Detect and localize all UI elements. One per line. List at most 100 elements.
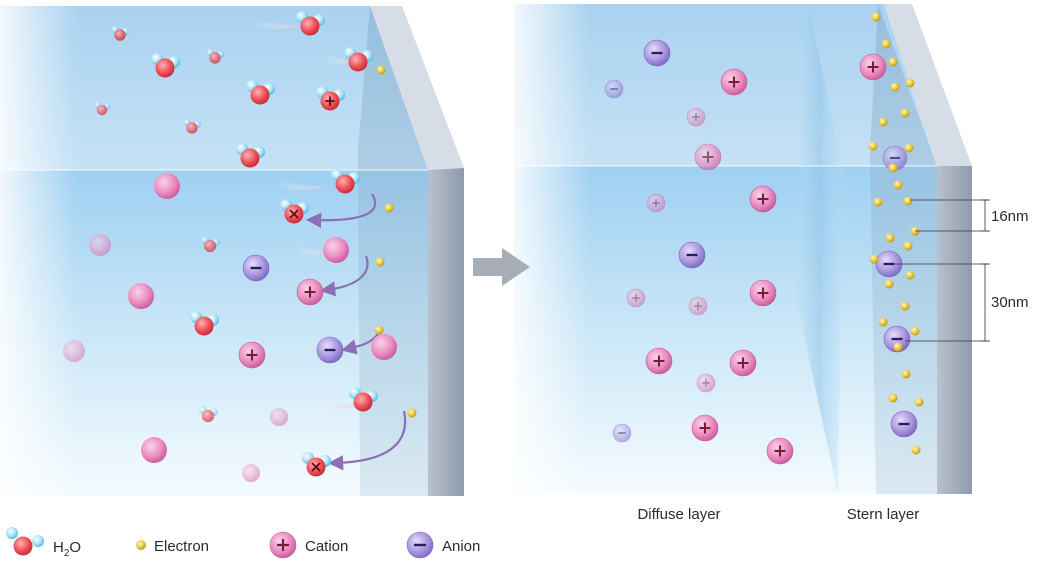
cation-ion	[766, 437, 794, 465]
water-molecule	[206, 49, 224, 64]
reaction-arrow	[319, 255, 369, 297]
anion-ion	[882, 145, 908, 171]
electron	[375, 257, 385, 267]
electron	[384, 203, 394, 213]
water-molecule	[296, 11, 325, 36]
water-molecule	[190, 311, 219, 336]
water-molecule	[200, 236, 220, 253]
water-molecule	[151, 53, 180, 78]
anion-ion	[883, 325, 911, 353]
right-electrode	[884, 4, 972, 166]
dimension-16nm: 16nm	[991, 208, 1029, 225]
water-molecule	[183, 119, 201, 134]
reaction-arrow	[305, 193, 377, 229]
anion-ion	[890, 410, 918, 438]
cation-ion	[154, 173, 180, 199]
cation-ion	[749, 279, 777, 307]
water-molecule	[280, 199, 309, 224]
electron	[376, 65, 386, 75]
stern-layer-label: Stern layer	[847, 506, 920, 523]
anion-ion	[242, 254, 270, 282]
legend-electron-label: Electron	[154, 538, 209, 555]
water-molecule	[302, 452, 331, 477]
cation-ion	[270, 408, 288, 426]
legend-water-label: H2O	[53, 539, 81, 559]
cation-ion	[128, 283, 154, 309]
legend-water-icon	[6, 527, 44, 556]
reaction-arrow	[340, 333, 379, 355]
electron	[885, 233, 895, 243]
motion-trail	[275, 180, 330, 190]
cation-ion	[749, 185, 777, 213]
cation-ion	[89, 234, 111, 256]
anion-ion	[875, 250, 903, 278]
anion-ion	[678, 241, 706, 269]
cation-ion	[694, 143, 722, 171]
electron	[901, 369, 911, 379]
legend-anion-icon	[406, 531, 434, 559]
electron	[888, 163, 898, 173]
cation-ion	[242, 464, 260, 482]
electron	[900, 301, 910, 311]
electron	[900, 108, 910, 118]
electron	[888, 393, 898, 403]
electron	[873, 197, 883, 207]
legend-cation-label: Cation	[305, 538, 348, 555]
electron	[871, 12, 881, 22]
cation-ion	[238, 341, 266, 369]
water-molecule	[331, 169, 360, 194]
cation-ion	[323, 237, 349, 263]
legend-electron-icon	[136, 540, 146, 550]
cation-ion	[729, 349, 757, 377]
electron	[407, 408, 417, 418]
motion-trail	[255, 19, 305, 29]
anion-ion	[604, 79, 624, 99]
electron	[888, 57, 898, 67]
cation-ion	[645, 347, 673, 375]
electron	[878, 317, 888, 327]
electron	[903, 196, 913, 206]
water-molecule	[198, 406, 218, 423]
water-molecule	[111, 26, 129, 41]
water-molecule	[94, 101, 111, 116]
cation-ion	[686, 107, 706, 127]
legend-cation-icon	[269, 531, 297, 559]
stern-plane	[796, 4, 842, 494]
right-panel	[514, 4, 972, 494]
cation-ion	[720, 68, 748, 96]
legend-anion-label: Anion	[442, 538, 480, 555]
anion-ion	[643, 39, 671, 67]
electron	[893, 342, 903, 352]
electron	[905, 270, 915, 280]
electron	[911, 445, 921, 455]
dimension-30nm: 30nm	[991, 294, 1029, 311]
electron	[374, 325, 384, 335]
electron	[881, 39, 891, 49]
electron	[878, 117, 888, 127]
cation-ion	[63, 340, 85, 362]
dimension-annotations	[895, 199, 990, 342]
electron	[884, 279, 894, 289]
anion-ion	[316, 336, 344, 364]
left-electrode	[370, 6, 464, 170]
electron	[890, 82, 900, 92]
water-molecule	[316, 86, 345, 111]
anion-ion	[612, 423, 632, 443]
electron	[869, 254, 879, 264]
water-molecule	[349, 387, 378, 412]
water-molecule	[236, 143, 265, 168]
electron	[893, 180, 903, 190]
cation-ion	[859, 53, 887, 81]
electron	[910, 326, 920, 336]
cation-ion	[296, 278, 324, 306]
reaction-arrow	[327, 410, 407, 471]
cation-ion	[371, 334, 397, 360]
diffuse-layer-label: Diffuse layer	[637, 506, 720, 523]
cation-ion	[696, 373, 716, 393]
electron	[903, 241, 913, 251]
water-molecule	[344, 47, 373, 72]
cation-ion	[688, 296, 708, 316]
cation-ion	[691, 414, 719, 442]
water-molecule	[246, 80, 275, 105]
